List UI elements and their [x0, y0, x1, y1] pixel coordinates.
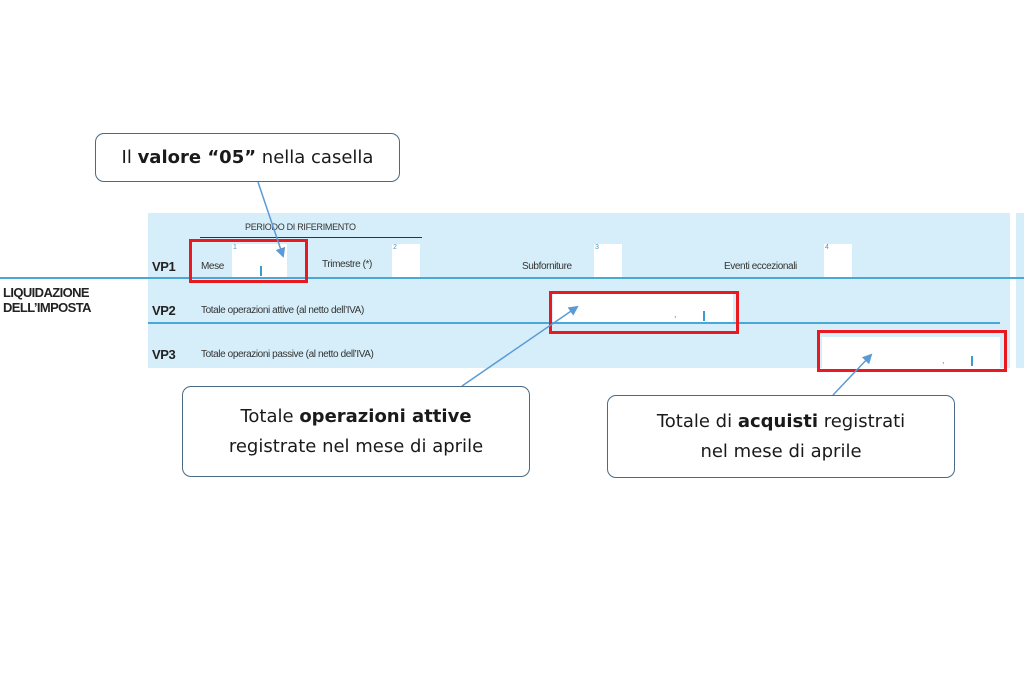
vp2-input-tick	[703, 311, 705, 321]
trimestre-box-number: 2	[393, 244, 397, 251]
highlight-vp3	[817, 330, 1007, 372]
trimestre-input[interactable]	[392, 244, 420, 277]
period-header: PERIODO DI RIFERIMENTO	[245, 222, 356, 232]
callout-acquisti-line1: Totale di acquisti registrati	[657, 407, 905, 437]
callout-acquisti-pre: Totale di	[656, 410, 738, 432]
eventi-box-number: 4	[825, 244, 829, 251]
period-underline	[200, 237, 422, 238]
subforniture-box-number: 3	[595, 244, 599, 251]
callout-acquisti-post: registrati	[818, 410, 906, 432]
mese-label: Mese	[201, 261, 224, 272]
mese-box-number: 1	[233, 244, 237, 251]
subforniture-label: Subforniture	[522, 261, 572, 272]
section-label-line2: DELL’IMPOSTA	[3, 300, 92, 315]
trimestre-label: Trimestre (*)	[322, 259, 372, 270]
callout-acquisti-line2: nel mese di aprile	[700, 440, 862, 462]
eventi-input[interactable]	[824, 244, 852, 277]
callout-attive-line2: registrate nel mese di aprile	[228, 435, 484, 457]
divider-main	[0, 277, 1024, 279]
callout-mese-post: nella casella	[256, 146, 374, 168]
eventi-label: Eventi eccezionali	[724, 261, 797, 272]
callout-mese-bold: valore “05”	[137, 146, 257, 168]
highlight-mese	[189, 239, 308, 283]
section-label: LIQUIDAZIONE DELL’IMPOSTA	[3, 285, 143, 315]
section-label-line1: LIQUIDAZIONE	[3, 285, 90, 300]
callout-acquisti-bold: acquisti	[737, 410, 818, 432]
vp2-decimal-separator: ,	[674, 309, 677, 319]
vp2-description: Totale operazioni attive (al netto dell’…	[201, 305, 364, 316]
row-code-vp3: VP3	[152, 347, 176, 362]
mese-input-tick	[260, 266, 262, 276]
callout-attive: Totale operazioni attive registrate nel …	[182, 386, 530, 477]
callout-attive-bold: operazioni attive	[299, 405, 472, 427]
highlight-vp2	[549, 291, 739, 334]
callout-attive-pre: Totale	[240, 405, 300, 427]
subforniture-input[interactable]	[594, 244, 622, 277]
vp3-decimal-separator: ,	[942, 355, 945, 365]
vp3-input-tick	[971, 356, 973, 366]
callout-acquisti: Totale di acquisti registrati nel mese d…	[607, 395, 955, 478]
row-code-vp1: VP1	[152, 259, 176, 274]
form-panel-edge	[1016, 213, 1024, 368]
callout-mese: Il valore “05” nella casella	[95, 133, 400, 182]
callout-attive-line1: Totale operazioni attive	[240, 402, 471, 432]
row-code-vp2: VP2	[152, 303, 176, 318]
vp3-description: Totale operazioni passive (al netto dell…	[201, 349, 374, 360]
callout-mese-text: Il valore “05” nella casella	[122, 143, 374, 173]
callout-mese-pre: Il	[121, 146, 138, 168]
